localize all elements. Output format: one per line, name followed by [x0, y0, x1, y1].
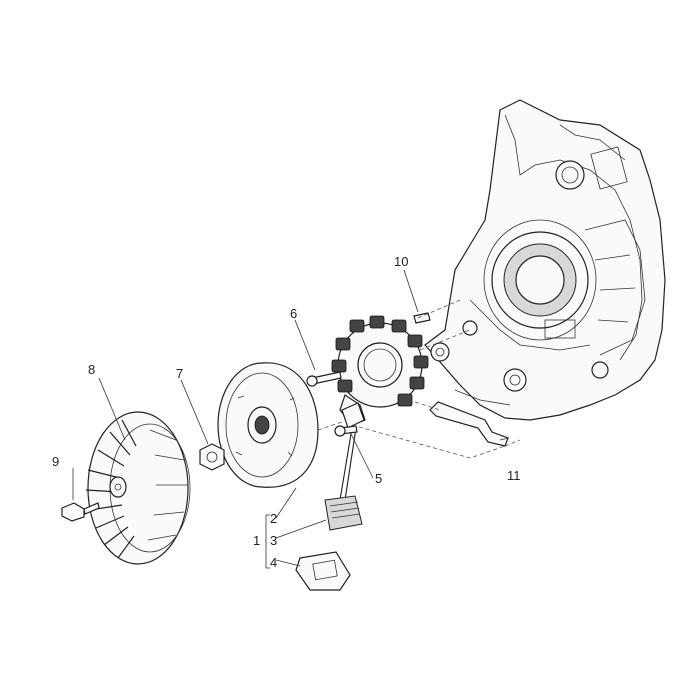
cable-bracket: [429, 401, 509, 447]
callout-6: 6: [290, 306, 297, 321]
callout-4: 4: [270, 555, 277, 570]
crankcase-housing: [424, 99, 666, 421]
callout-7: 7: [176, 366, 183, 381]
callout-8: 8: [88, 362, 95, 377]
stator-screw: [306, 371, 342, 387]
callout-1: 1: [253, 533, 260, 548]
flywheel-rotor: [217, 362, 319, 488]
pickup-and-wiring: [324, 402, 365, 531]
cooling-fan: [85, 411, 191, 565]
woodruff-key: [413, 312, 431, 324]
callout-10: 10: [394, 254, 408, 269]
flywheel-nut: [199, 443, 225, 471]
callout-5: 5: [375, 471, 382, 486]
leader-lines: [72, 269, 510, 569]
fan-bolt: [61, 502, 100, 522]
callout-2: 2: [270, 511, 277, 526]
connector-cover: [295, 551, 351, 591]
callout-3: 3: [270, 533, 277, 548]
callout-11: 11: [507, 468, 521, 483]
callout-9: 9: [52, 454, 59, 469]
assembly-guide-lines: [317, 299, 521, 459]
stator-assembly: [331, 315, 429, 426]
pickup-screw: [334, 425, 358, 437]
